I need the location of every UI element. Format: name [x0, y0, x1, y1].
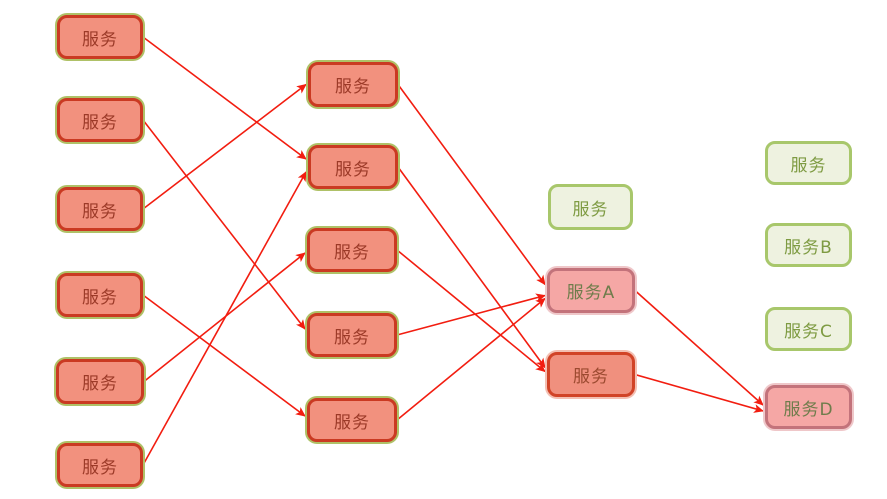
- service-node-E1: 服务: [765, 141, 852, 185]
- service-node-label: 服务A: [566, 283, 616, 303]
- service-node-C3: 服务: [307, 228, 397, 272]
- dependency-arrow-D2-E4: [634, 289, 764, 406]
- service-node-label: 服务: [335, 77, 371, 97]
- service-node-label: 服务: [572, 199, 609, 220]
- dependency-arrow-B6-C2: [142, 171, 307, 466]
- service-node-label: 服务: [790, 155, 827, 176]
- service-node-label: 服务: [82, 29, 118, 50]
- service-node-B2: 服务: [57, 98, 143, 142]
- service-node-D3: 服务: [547, 352, 635, 397]
- service-node-label: 服务: [334, 412, 370, 433]
- service-node-D2: 服务A: [547, 268, 635, 313]
- dependency-arrow-B4-C5: [142, 294, 306, 417]
- service-node-C1: 服务: [308, 62, 398, 107]
- service-node-B5: 服务: [56, 359, 144, 404]
- service-node-label: 服务: [82, 374, 118, 394]
- service-node-label: 服务: [82, 112, 118, 133]
- service-node-B3: 服务: [57, 187, 143, 231]
- service-node-label: 服务B: [784, 237, 833, 258]
- dependency-arrow-C2-D3: [397, 166, 546, 369]
- service-node-C2: 服务: [308, 145, 398, 189]
- service-node-label: 服务D: [783, 399, 834, 420]
- dependency-arrow-B1-C2: [142, 36, 307, 160]
- dependency-arrow-B3-C1: [142, 83, 307, 210]
- service-node-label: 服务: [334, 327, 370, 348]
- service-node-label: 服务: [82, 201, 118, 222]
- dependency-arrow-C4-D2: [396, 293, 546, 336]
- dependency-arrow-C5-D2: [396, 297, 546, 421]
- dependency-arrow-C3-D3: [396, 249, 546, 373]
- service-node-label: 服务: [82, 457, 118, 478]
- service-node-E2: 服务B: [765, 223, 852, 267]
- service-node-E3: 服务C: [765, 307, 852, 351]
- dependency-arrow-C1-D2: [397, 84, 546, 286]
- service-node-label: 服务: [573, 367, 609, 387]
- service-node-B4: 服务: [57, 273, 143, 317]
- service-node-label: 服务C: [784, 321, 833, 342]
- dependency-arrow-B2-C4: [142, 119, 306, 330]
- service-node-label: 服务: [335, 159, 371, 180]
- service-node-C5: 服务: [307, 398, 397, 442]
- service-node-label: 服务: [82, 287, 118, 308]
- dependency-arrow-D3-E4: [634, 373, 764, 413]
- service-node-E4: 服务D: [765, 385, 852, 429]
- service-node-D1: 服务: [548, 184, 633, 230]
- service-node-B6: 服务: [57, 443, 143, 487]
- service-node-label: 服务: [334, 242, 370, 263]
- service-node-C4: 服务: [307, 313, 397, 357]
- service-node-B1: 服务: [57, 15, 143, 59]
